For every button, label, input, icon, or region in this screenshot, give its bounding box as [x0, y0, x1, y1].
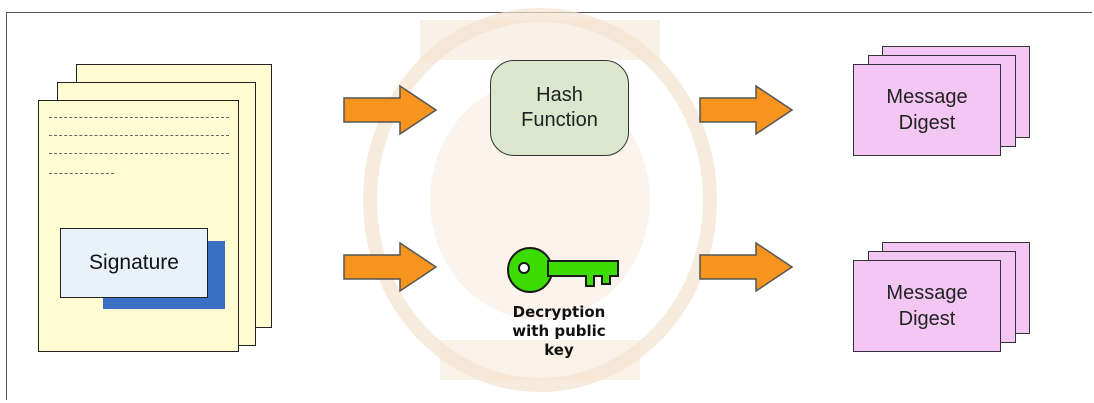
- digest-bottom-line1: Message: [886, 282, 968, 304]
- right-arrow-icon: [699, 241, 794, 293]
- document-text-line: [49, 117, 229, 118]
- digest-top-line1: Message: [886, 86, 968, 108]
- digest-page-front: Message Digest: [853, 64, 1001, 156]
- right-arrow-icon: [699, 84, 794, 136]
- digest-top-line2: Digest: [898, 112, 956, 134]
- document-text-line: [49, 153, 229, 154]
- hash-function-box: Hash Function: [490, 60, 629, 156]
- decryption-label-line2: with public: [512, 321, 606, 340]
- signature-label: Signature: [89, 251, 179, 274]
- decryption-label-line3: key: [544, 340, 574, 359]
- document-text-line: [49, 135, 229, 136]
- digest-page-front: Message Digest: [853, 260, 1001, 352]
- digest-bottom-line2: Digest: [898, 308, 956, 330]
- document-page-front: [38, 100, 239, 352]
- right-arrow-icon: [343, 241, 438, 293]
- decryption-label-line1: Decryption: [512, 303, 606, 321]
- hash-function-line1: Hash: [536, 84, 583, 106]
- hash-function-line2: Function: [521, 109, 598, 131]
- right-arrow-icon: [343, 84, 438, 136]
- signature-box: Signature: [60, 228, 208, 298]
- decryption-label: Decryption with public key: [484, 303, 634, 359]
- key-icon: [507, 247, 619, 293]
- document-text-line: [49, 173, 114, 174]
